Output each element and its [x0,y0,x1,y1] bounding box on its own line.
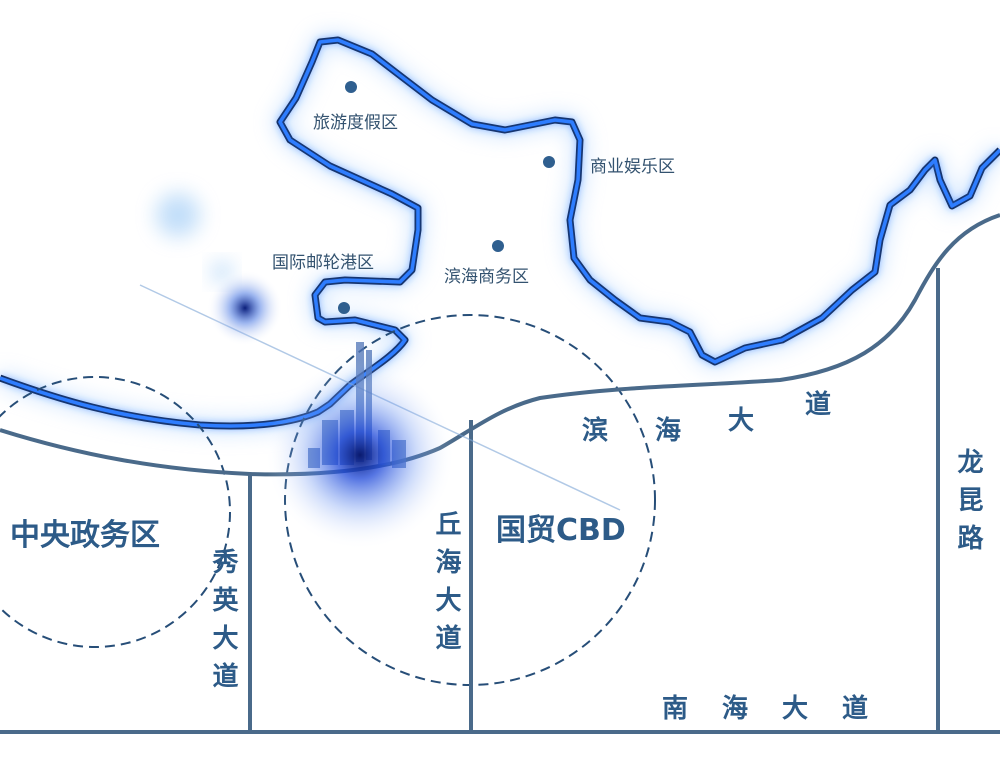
port-dot [338,302,350,314]
binhai-char-1: 滨 [582,416,609,446]
district-cbd: 国贸CBD [496,513,626,548]
commerce-dot [543,156,555,168]
binhai-char-3: 大 [728,406,755,436]
xiuying-avenue-label: 秀英大道 [208,548,238,700]
poi-tourism-label: 旅游度假区 [313,113,398,133]
landmark-glow [265,360,455,550]
glow-spot [156,193,200,237]
flare-glow [207,270,283,346]
poi-markers [338,81,555,314]
qiuhai-avenue-label: 丘海大道 [431,510,461,662]
nanhai-char-4: 道 [842,694,869,724]
business-dot [492,240,504,252]
longkun-road-label: 龙昆路 [953,448,983,562]
binhai-char-4: 道 [805,390,832,420]
binhai-char-2: 海 [655,416,682,446]
road-network [0,213,1000,734]
nanhai-char-2: 海 [722,694,749,724]
binhai-avenue [0,213,1000,477]
district-central-gov: 中央政务区 [10,518,160,553]
coastline [0,33,1000,433]
central-district-circle [0,376,231,648]
poi-port-label: 国际邮轮港区 [272,253,374,273]
poi-commerce-label: 商业娱乐区 [590,157,675,177]
nanhai-char-3: 大 [782,694,809,724]
tourism-dot [345,81,357,93]
nanhai-char-1: 南 [662,694,689,724]
poi-business-label: 滨海商务区 [444,267,529,287]
